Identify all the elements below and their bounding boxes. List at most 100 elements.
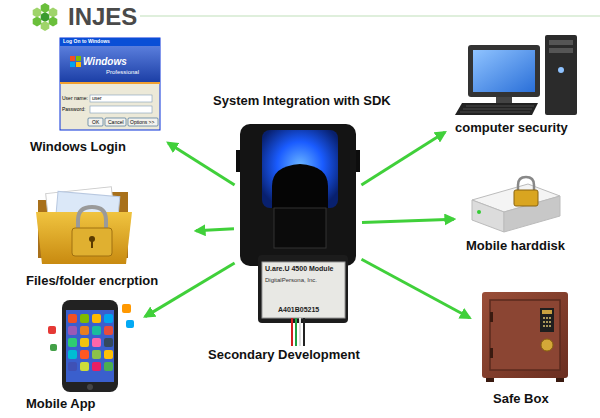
fingerprint-module-illustration	[352, 150, 360, 172]
arrow-connector	[145, 263, 235, 317]
windows-logo-text: Windows	[83, 56, 127, 68]
folder-illustration	[54, 191, 120, 240]
phone-illustration	[104, 350, 113, 359]
safe-illustration	[486, 378, 494, 382]
folder-illustration	[36, 212, 132, 264]
field-value: user	[92, 96, 102, 102]
caption-text: Safe Box	[493, 392, 549, 407]
folder-illustration	[78, 207, 106, 230]
fingerprint-module-illustration	[258, 255, 348, 323]
window-title-text: Log On to Windows	[63, 39, 110, 45]
logo-icon	[41, 12, 50, 22]
fingerprint-module-illustration	[236, 150, 244, 172]
hard-disk-illustration	[514, 190, 538, 206]
button-label: Cancel	[108, 120, 124, 126]
phone-illustration	[104, 362, 113, 371]
phone-illustration	[92, 350, 101, 359]
windows-login-screenshot	[88, 118, 103, 126]
windows-login-screenshot	[76, 56, 81, 61]
logo-icon	[33, 3, 600, 31]
phone-illustration	[80, 314, 89, 323]
phone-illustration	[80, 362, 89, 371]
computer-illustration	[473, 50, 535, 92]
computer-illustration	[455, 103, 538, 115]
safe-illustration	[541, 339, 553, 351]
folder-illustration	[89, 236, 95, 242]
logo-icon	[33, 8, 42, 18]
hard-disk-illustration	[518, 177, 534, 192]
phone-illustration	[126, 320, 134, 328]
logo-text: INJES	[68, 3, 137, 31]
computer-illustration	[468, 45, 540, 97]
windows-login-screenshot	[60, 38, 160, 46]
safe-illustration	[546, 325, 548, 327]
windows-login-screenshot	[105, 118, 126, 126]
phone-illustration	[104, 326, 113, 335]
fingerprint-module-illustration	[240, 124, 356, 266]
phone-illustration	[80, 338, 89, 347]
module-maker-text: DigitalPersona, Inc.	[265, 277, 317, 284]
safe-illustration	[549, 317, 551, 319]
phone-illustration	[122, 304, 131, 313]
caption-text: Files/folder encrption	[26, 274, 158, 289]
safe-illustration	[556, 378, 564, 382]
hard-disk-illustration	[472, 184, 560, 212]
phone-illustration	[68, 314, 77, 323]
windows-login-screenshot	[60, 46, 160, 82]
fingerprint-module-illustration	[291, 318, 293, 346]
computer-illustration	[545, 35, 577, 115]
logo-icon	[41, 3, 50, 13]
safe-illustration	[542, 310, 552, 314]
computer-security-item: computer security	[450, 32, 590, 138]
phone-illustration	[80, 326, 89, 335]
fingerprint-module-illustration	[299, 318, 301, 346]
folder-illustration	[91, 240, 93, 248]
arrow-connector	[196, 229, 234, 231]
section-label: Secondary Development	[208, 348, 360, 363]
windows-login-screenshot	[60, 82, 160, 84]
hard-disk-illustration	[477, 210, 481, 214]
windows-login-screenshot	[128, 118, 158, 126]
caption-text: Mobile harddisk	[466, 239, 565, 254]
fingerprint-module-illustration	[303, 318, 305, 346]
phone-illustration	[87, 384, 93, 390]
phone-illustration	[104, 314, 113, 323]
folder-illustration	[46, 187, 117, 242]
fingerprint-module-illustration	[262, 262, 345, 318]
safe-illustration	[549, 325, 551, 327]
logo-icon	[41, 21, 50, 31]
fingerprint-module-illustration	[236, 124, 360, 346]
logo-icon	[49, 17, 58, 27]
caption-text: computer security	[455, 121, 568, 136]
safe-illustration	[540, 308, 554, 332]
phone-illustration	[68, 350, 77, 359]
safe-illustration	[543, 321, 545, 323]
phone-illustration	[92, 338, 101, 347]
safe-illustration	[543, 317, 545, 319]
safe-box-item: Safe Box	[475, 285, 578, 412]
phone-illustration	[92, 362, 101, 371]
fingerprint-module: U.are.U 4500 ModuleDigitalPersona, Inc.A…	[238, 120, 358, 330]
folder-illustration	[36, 187, 132, 264]
safe-illustration	[490, 348, 493, 358]
phone-illustration	[68, 326, 77, 335]
phone-illustration	[48, 326, 56, 334]
safe-illustration	[546, 321, 548, 323]
computer-illustration	[549, 48, 573, 53]
mobile-harddisk-item: Mobile harddisk	[460, 175, 590, 258]
mobile-app-item: Mobile App	[22, 296, 140, 414]
windows-login-screenshot	[60, 38, 160, 130]
logo-icon	[140, 15, 600, 17]
caption-text: Mobile App	[26, 397, 96, 412]
caption-text: Windows Login	[30, 140, 126, 155]
module-serial-text: A401B05215	[278, 306, 319, 314]
computer-illustration	[496, 97, 512, 103]
phone-illustration	[62, 300, 118, 392]
arrow-connector	[168, 143, 235, 185]
arrow-connector	[361, 132, 445, 185]
safe-illustration	[490, 300, 560, 370]
fingerprint-module-illustration	[272, 164, 328, 208]
safe-illustration	[490, 312, 493, 322]
hard-disk-illustration	[472, 200, 504, 232]
